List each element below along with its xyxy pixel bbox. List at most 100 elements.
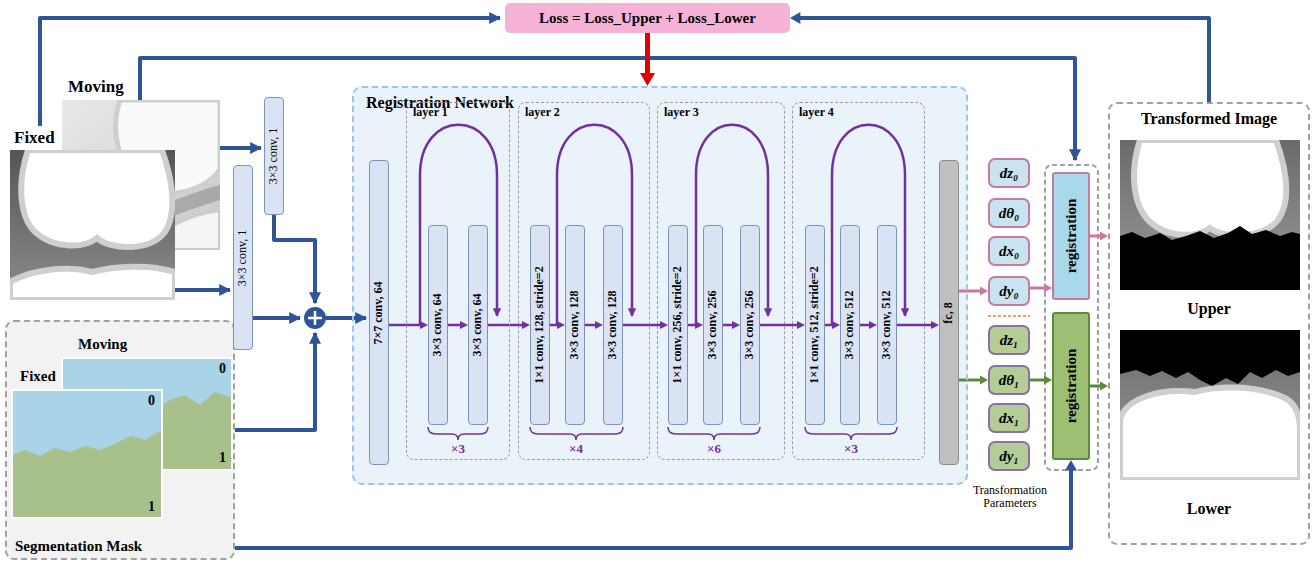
- node-label: 1×1 conv, 128, stride=2: [533, 266, 546, 383]
- node-label: 7×7 conv, 64: [372, 281, 385, 344]
- connector-arrow: [585, 321, 603, 329]
- node-label: dx₀: [999, 243, 1019, 260]
- conv-box: 3×3 conv, 64: [468, 225, 488, 425]
- arrow-head: [797, 321, 805, 329]
- connector-line: [723, 324, 733, 327]
- registration-container: [1045, 165, 1098, 470]
- conv-box: 7×7 conv, 64: [369, 160, 389, 465]
- connector-line: [799, 18, 1209, 102]
- fc-box: fc, 8: [939, 160, 959, 465]
- node-label: 3×3 conv, 128: [606, 290, 619, 359]
- mask-frame: [12, 390, 162, 518]
- conv-box: 1×1 conv, 128, stride=2: [530, 225, 550, 425]
- node-label: 1×1 conv, 256, stride=2: [671, 266, 684, 383]
- conv-box: 3×3 conv, 128: [603, 225, 623, 425]
- arrow-head: [980, 287, 988, 296]
- bone: [10, 267, 175, 300]
- connector-line: [959, 379, 981, 382]
- mask-region: [12, 390, 162, 518]
- connector-arrow: [389, 321, 428, 329]
- connector-line: [1090, 385, 1101, 388]
- connector-arrow: [825, 321, 840, 329]
- repeat-count: ×3: [451, 442, 465, 456]
- annotation: Transformation Parameters: [964, 484, 1056, 510]
- image-label: Fixed: [14, 129, 55, 148]
- repeat-brace: [805, 427, 897, 440]
- image-label: 1: [148, 499, 155, 514]
- repeat-count: ×6: [707, 442, 721, 456]
- connector-line: [389, 324, 421, 327]
- conv-box: 3×3 conv, 128: [565, 225, 585, 425]
- repeat-count: ×3: [844, 442, 858, 456]
- node-label: 1×1 conv, 512, stride=2: [808, 266, 821, 383]
- parameter-box: dz₁: [988, 325, 1030, 355]
- connector-arrow: [1030, 376, 1052, 385]
- connector-arrow: [959, 376, 988, 385]
- node-label: dz₀: [1000, 165, 1019, 182]
- node-label: registration: [1063, 349, 1080, 424]
- connector-line: [645, 33, 650, 74]
- connector-arrow: [550, 321, 565, 329]
- bone: [1134, 140, 1286, 235]
- image-label: 0: [148, 393, 155, 408]
- arrow-head: [420, 321, 428, 329]
- masked-area: [1120, 226, 1300, 290]
- arrow-head: [732, 321, 740, 329]
- image-ground: [1120, 330, 1300, 480]
- registration-box: registration: [1052, 312, 1090, 460]
- node-label: 3×3 conv, 512: [843, 290, 856, 359]
- connector-line: [688, 324, 696, 327]
- node-label: Transformed Image: [1110, 110, 1308, 128]
- connector-line: [860, 324, 870, 327]
- image-label: Moving: [78, 336, 127, 353]
- image-label: Moving: [68, 78, 124, 97]
- arrow-head: [595, 321, 603, 329]
- parameter-box: dθ₁: [988, 365, 1030, 395]
- image-label: Fixed: [20, 368, 56, 385]
- node-label: 3×3 conv, 256: [743, 290, 756, 359]
- separator-line: [988, 315, 1030, 317]
- fixed-image: [10, 150, 175, 300]
- conv-box: 3×3 conv, 64: [428, 225, 448, 425]
- arrow-head: [460, 321, 468, 329]
- connector-arrow: [688, 321, 703, 329]
- repeat-brace: [428, 427, 488, 440]
- arrow-head: [695, 321, 703, 329]
- node-label: Upper: [1110, 300, 1308, 318]
- node-label: 3×3 conv, 128: [568, 290, 581, 359]
- repeat-brace: [530, 427, 623, 440]
- connector-arrow: [235, 460, 1077, 548]
- connector-line: [550, 324, 558, 327]
- parameter-box: dθ₀: [988, 198, 1030, 228]
- connector-line: [1090, 235, 1101, 238]
- connector-arrow: [640, 33, 655, 86]
- connector-arrow: [1030, 284, 1052, 293]
- mask-background: [5, 320, 235, 560]
- flow-arrow: [252, 316, 300, 320]
- arrow-head: [1044, 376, 1052, 385]
- parameter-box: dx₀: [988, 236, 1030, 266]
- image-label: 1: [219, 450, 226, 465]
- layer-group: layer 31×1 conv, 256, stride=23×3 conv, …: [657, 102, 785, 460]
- masked-area: [1120, 330, 1300, 386]
- mask-panel: Segmentation Mask: [5, 320, 235, 560]
- arrow-head: [557, 321, 565, 329]
- parameter-box: dz₀: [988, 158, 1030, 188]
- image-label: 0: [219, 361, 226, 376]
- connector-arrow: [723, 321, 740, 329]
- connector-arrow: [1090, 382, 1108, 391]
- connector-line: [623, 324, 661, 327]
- conv-box: 3×3 conv, 1: [264, 97, 284, 215]
- arrow-head: [931, 321, 939, 329]
- fixed-mask: [12, 390, 162, 518]
- conv-box: 3×3 conv, 512: [877, 225, 897, 425]
- node-label: Loss = Loss_Upper + Loss_Lower: [539, 10, 756, 27]
- node-label: dz₁: [1000, 332, 1019, 349]
- sum-symbol: [304, 307, 326, 329]
- lower-result-image: [1120, 330, 1300, 480]
- arrow-head: [522, 321, 530, 329]
- node-label: dθ₁: [999, 372, 1020, 389]
- connector-line: [959, 290, 981, 293]
- arrow-head: [660, 321, 668, 329]
- connector-line: [585, 324, 596, 327]
